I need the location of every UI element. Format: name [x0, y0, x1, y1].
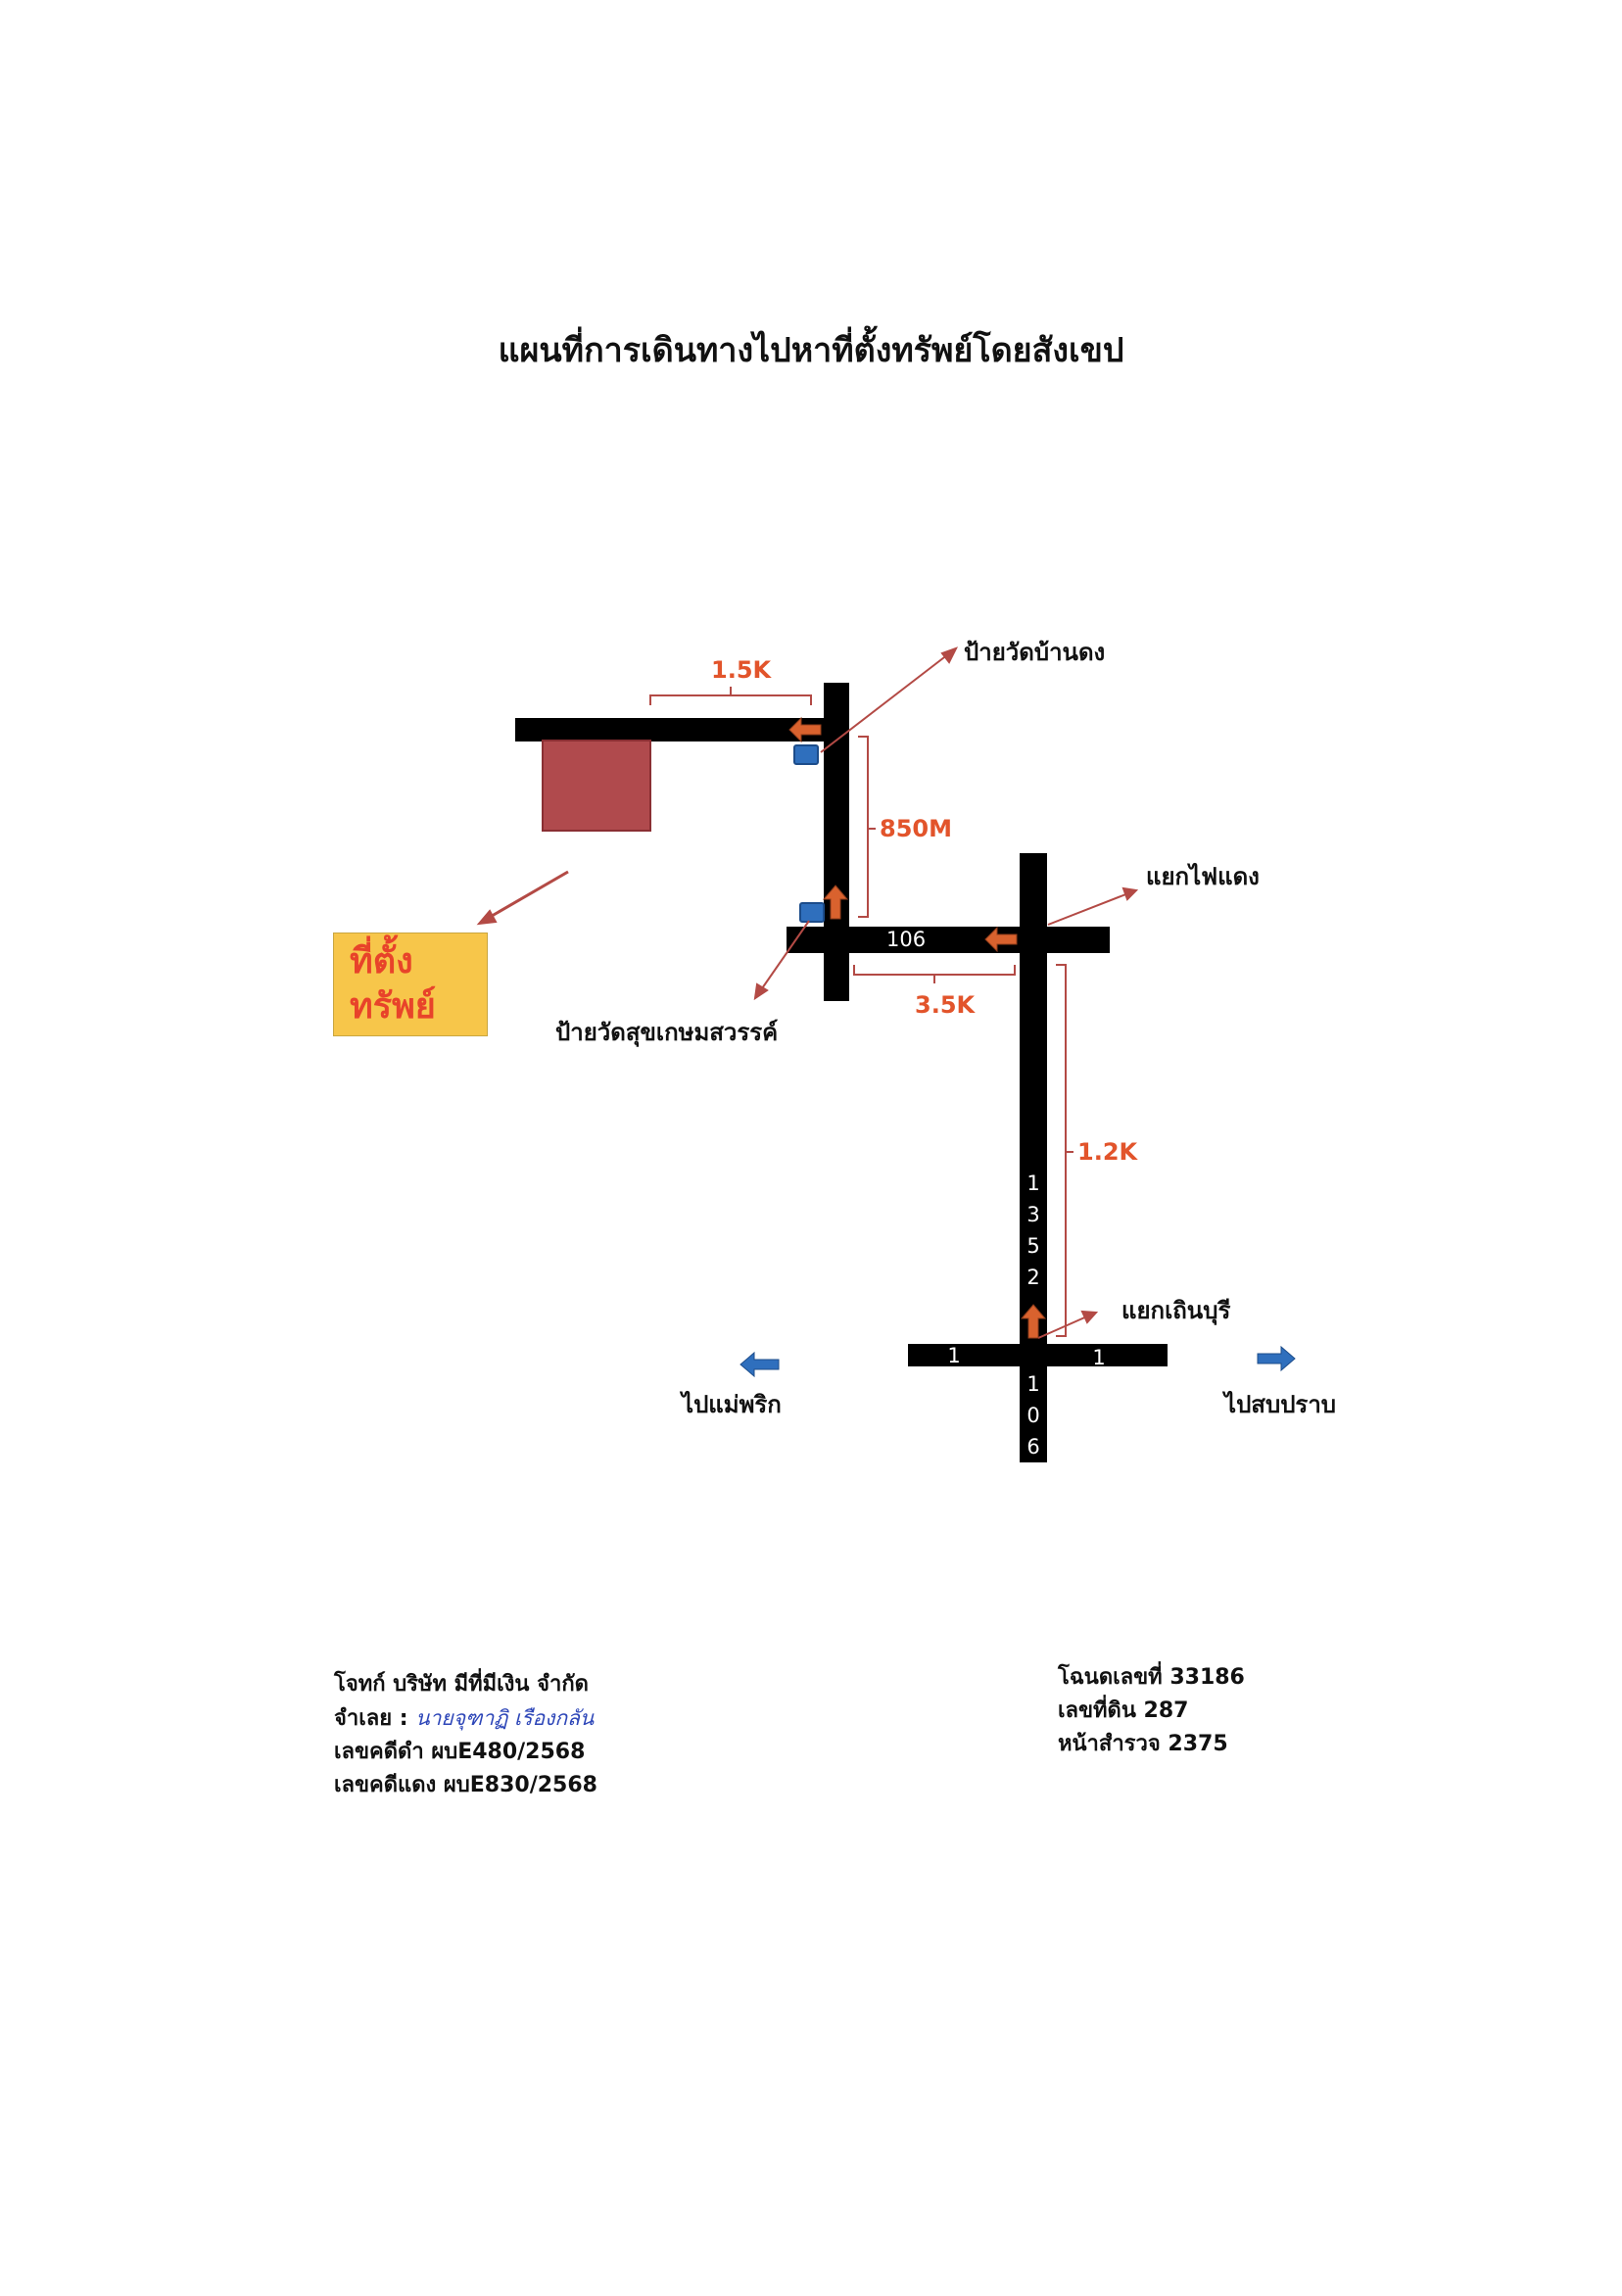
- bracket-1-2k: [1056, 964, 1067, 1337]
- blue-sign-icon: [793, 744, 819, 765]
- arrow-right-icon: [1257, 1345, 1296, 1372]
- label-doen-buri: แยกเถินบุรี: [1121, 1297, 1231, 1324]
- road-106-horizontal: [787, 927, 1110, 953]
- distance-upper-vertical: 850M: [880, 815, 952, 842]
- arrow-left-icon: [788, 716, 822, 743]
- pointer-wat-suk-kasem: [759, 920, 810, 992]
- page-title: แผนที่การเดินทางไปหาที่ตั้งทรัพย์โดยสังเ…: [498, 331, 1124, 370]
- pointer-traffic-light: [1047, 892, 1129, 926]
- defendant-label: จำเลย :: [334, 1706, 408, 1731]
- bracket-850m: [858, 736, 869, 918]
- red-case-number: เลขคดีแดง ผบE830/2568: [334, 1773, 597, 1797]
- label-wat-ban-dong: ป้ายวัดบ้านดง: [964, 639, 1106, 666]
- bracket-3-5k: [853, 965, 1016, 976]
- road-number-1-left: 1: [947, 1344, 961, 1367]
- case-info: โจทก์ บริษัท มีที่มีเงิน จำกัด จำเลย : น…: [334, 1668, 597, 1802]
- label-to-mae-phrik: ไปแม่พริก: [682, 1391, 782, 1418]
- bracket-1-5k: [649, 694, 812, 705]
- label-to-sop-prap: ไปสบปราบ: [1224, 1391, 1337, 1418]
- land-number: เลขที่ดิน 287: [1058, 1698, 1189, 1723]
- road-number-1-right: 1: [1092, 1346, 1106, 1369]
- road-number-1352: 1 3 5 2: [1026, 1172, 1040, 1289]
- pointer-wat-ban-dong: [820, 653, 949, 753]
- survey-page: หน้าสำรวจ 2375: [1058, 1732, 1228, 1756]
- distance-lower-vertical: 1.2K: [1077, 1138, 1138, 1166]
- label-wat-suk-kasem: ป้ายวัดสุขเกษมสวรรค์: [555, 1019, 779, 1046]
- pointer-doen-buri: [1037, 1315, 1090, 1339]
- property-location-line1: ที่ตั้ง: [350, 941, 413, 981]
- property-location-label: ที่ตั้ง ทรัพย์: [333, 933, 488, 1036]
- property-plot: [542, 740, 651, 832]
- arrow-up-icon: [1020, 1304, 1047, 1339]
- deed-info: โฉนดเลขที่ 33186 เลขที่ดิน 287 หน้าสำรวจ…: [1058, 1661, 1245, 1761]
- arrow-left-icon: [984, 926, 1018, 953]
- road-1-horizontal: [908, 1344, 1168, 1366]
- arrow-left-icon: [739, 1351, 780, 1378]
- distance-middle: 3.5K: [915, 991, 976, 1019]
- defendant-name: นายจุฑาฏิ เรืองกลัน: [415, 1706, 595, 1730]
- deed-number: โฉนดเลขที่ 33186: [1058, 1665, 1245, 1690]
- blue-sign-icon: [799, 902, 825, 923]
- distance-top: 1.5K: [711, 656, 772, 684]
- road-number-106-vertical: 1 0 6: [1026, 1372, 1040, 1459]
- arrow-up-icon: [822, 885, 849, 920]
- pointer-to-property: [486, 870, 569, 921]
- road-number-106: 106: [886, 928, 927, 951]
- plaintiff: โจทก์ บริษัท มีที่มีเงิน จำกัด: [334, 1672, 589, 1697]
- black-case-number: เลขคดีดำ ผบE480/2568: [334, 1740, 586, 1764]
- property-location-line2: ทรัพย์: [350, 986, 436, 1027]
- defendant: จำเลย : นายจุฑาฏิ เรืองกลัน: [334, 1701, 597, 1736]
- label-traffic-light: แยกไฟแดง: [1146, 863, 1260, 890]
